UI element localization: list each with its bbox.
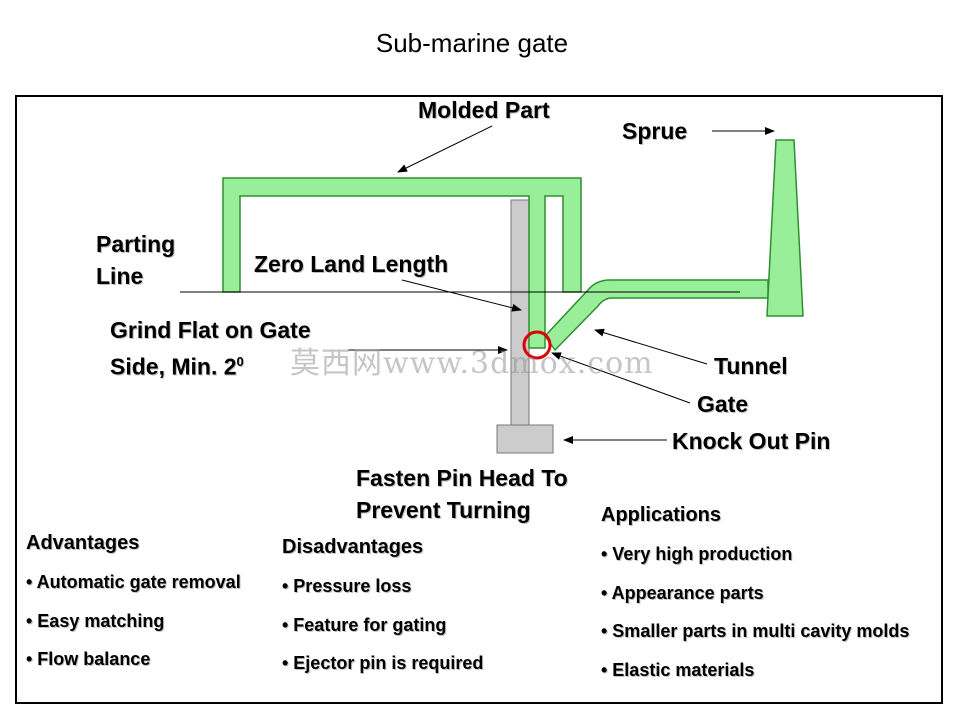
arrow-zero-land bbox=[401, 279, 522, 312]
knock-out-pin-head bbox=[496, 424, 554, 454]
disadvantages-item: • Ejector pin is required bbox=[282, 653, 484, 673]
label-sprue: Sprue bbox=[622, 118, 688, 144]
disadvantages-item: • Feature for gating bbox=[282, 615, 447, 635]
label-tunnel: Tunnel bbox=[714, 353, 788, 379]
applications-heading: Applications bbox=[601, 504, 722, 526]
label-parting-line: Parting Line bbox=[96, 228, 175, 292]
applications-item: • Appearance parts bbox=[601, 583, 764, 603]
advantages-item: • Flow balance bbox=[26, 649, 151, 669]
applications-item: • Elastic materials bbox=[601, 660, 755, 680]
label-grind-flat-1: Grind Flat on Gate bbox=[110, 317, 311, 343]
label-zero-land-length: Zero Land Length bbox=[254, 251, 449, 277]
arrow-molded-part bbox=[397, 125, 493, 173]
advantages-item: • Automatic gate removal bbox=[26, 572, 241, 592]
label-grind-flat-degree: 0 bbox=[236, 354, 244, 369]
label-grind-flat-2: Side, Min. 20 bbox=[110, 346, 311, 383]
label-gate: Gate bbox=[697, 391, 749, 417]
label-fasten-1: Fasten Pin Head To bbox=[356, 465, 568, 491]
label-grind-flat-2-text: Side, Min. 2 bbox=[110, 353, 237, 380]
knock-out-pin-shaft bbox=[510, 199, 530, 429]
arrow-tunnel bbox=[594, 328, 708, 365]
label-grind-flat: Grind Flat on Gate Side, Min. 20 bbox=[110, 314, 311, 383]
applications-item: • Smaller parts in multi cavity molds bbox=[601, 621, 910, 641]
label-molded-part: Molded Part bbox=[418, 97, 550, 123]
diagram-frame bbox=[15, 95, 943, 704]
label-parting-line-2: Line bbox=[96, 263, 144, 289]
watermark: 莫西网www.3dmox.com bbox=[290, 346, 654, 381]
disadvantages-heading: Disadvantages bbox=[282, 536, 424, 558]
label-fasten-2: Prevent Turning bbox=[356, 497, 531, 523]
gate-circle bbox=[522, 330, 552, 360]
advantages-item: • Easy matching bbox=[26, 611, 165, 631]
label-knock-out-pin: Knock Out Pin bbox=[672, 428, 831, 454]
label-fasten-pin-head: Fasten Pin Head To Prevent Turning bbox=[356, 462, 568, 526]
disadvantages-item: • Pressure loss bbox=[282, 576, 412, 596]
arrow-gate bbox=[551, 352, 691, 404]
label-parting-line-1: Parting bbox=[96, 231, 176, 257]
slide-title: Sub-marine gate bbox=[375, 28, 569, 58]
advantages-heading: Advantages bbox=[26, 532, 140, 554]
applications-item: • Very high production bbox=[601, 544, 793, 564]
sprue bbox=[766, 139, 804, 317]
